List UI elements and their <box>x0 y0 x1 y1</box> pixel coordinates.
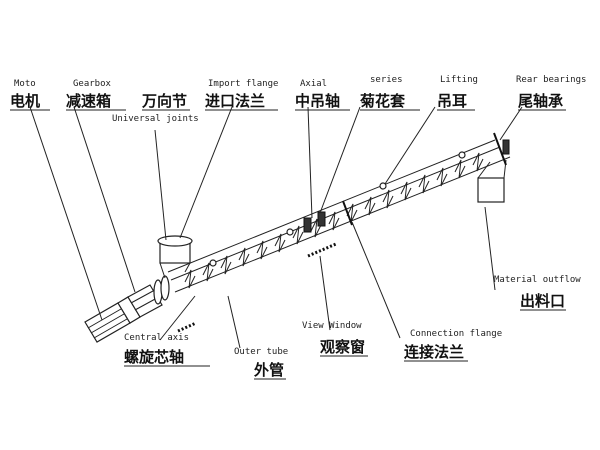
inlet-hopper <box>157 235 193 279</box>
label-view-window-en: View Window <box>302 321 362 331</box>
label-material-outflow-zh: 出料口 <box>520 292 565 310</box>
label-central-axis-zh: 螺旋芯轴 <box>124 348 184 366</box>
center-hanger <box>303 211 326 233</box>
label-gearbox-zh: 减速箱 <box>66 92 111 110</box>
label-import-flange-en: Import flange <box>208 79 278 89</box>
rear-bearing <box>493 132 510 166</box>
material-outlet <box>477 159 507 203</box>
labels: Moto 电机 Gearbox 减速箱 万向节 Universal joints… <box>10 75 586 379</box>
label-gearbox-en: Gearbox <box>73 79 112 89</box>
conveyor-drawing <box>84 132 511 343</box>
support-marks <box>177 321 197 333</box>
label-series-zh: 菊花套 <box>360 92 406 110</box>
lifting-lugs <box>209 151 466 267</box>
screw-flights <box>184 152 484 289</box>
label-rear-bearings-zh: 尾轴承 <box>518 92 563 110</box>
label-universal-zh: 万向节 <box>141 92 187 110</box>
label-material-outflow-en: Material outflow <box>494 275 581 285</box>
label-rear-bearings-en: Rear bearings <box>516 75 586 85</box>
label-axial-zh: 中吊轴 <box>295 92 340 110</box>
connection-flange <box>342 200 353 226</box>
label-outer-tube-en: Outer tube <box>234 347 288 357</box>
label-view-window-zh: 观察窗 <box>320 338 365 356</box>
label-motor-zh: 电机 <box>10 92 40 110</box>
label-motor-en: Moto <box>14 79 36 89</box>
label-connection-flange-zh: 连接法兰 <box>404 343 464 361</box>
label-lifting-en: Lifting <box>440 75 478 85</box>
leader-lines <box>29 106 523 349</box>
label-series-en: series <box>370 75 403 85</box>
universal-joint <box>153 275 170 305</box>
label-central-axis-en: Central axis <box>124 333 189 343</box>
view-window <box>307 242 337 258</box>
label-axial-en: Axial <box>300 79 327 89</box>
label-outer-tube-zh: 外管 <box>253 361 284 379</box>
label-import-flange-zh: 进口法兰 <box>205 92 265 110</box>
label-lifting-zh: 吊耳 <box>437 92 467 110</box>
motor-body <box>84 296 141 343</box>
label-connection-flange-en: Connection flange <box>410 329 502 339</box>
label-underlines <box>10 109 566 380</box>
label-universal-en: Universal joints <box>112 114 199 124</box>
